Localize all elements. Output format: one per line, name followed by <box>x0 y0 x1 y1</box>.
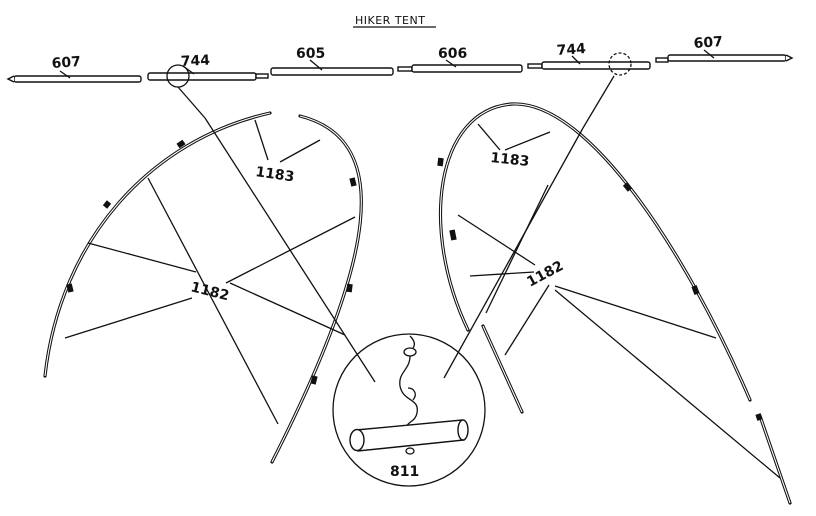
leader-607-right <box>703 49 715 59</box>
left-frame-arch <box>43 111 363 464</box>
label-744-right: 744 <box>556 41 587 59</box>
right-frame-arch <box>437 102 792 505</box>
label-1182-right: 1182 <box>524 258 566 290</box>
part-number-labels: 607 744 605 606 744 607 1183 1183 1182 1… <box>51 34 723 480</box>
label-606: 606 <box>438 46 467 62</box>
leader-607-left <box>59 70 71 79</box>
label-607-right: 607 <box>693 34 723 52</box>
detail-circle-right <box>608 52 632 76</box>
diagram-title: HIKER TENT <box>355 14 425 27</box>
label-1182-left: 1182 <box>189 279 231 304</box>
label-1183-right: 1183 <box>490 150 530 170</box>
pole-section-606 <box>397 64 523 73</box>
leader-606 <box>445 59 457 68</box>
left-leader-lines <box>64 86 376 425</box>
label-605: 605 <box>296 46 325 62</box>
pole-section-605 <box>270 67 394 76</box>
pole-section-607-left <box>6 75 142 83</box>
label-744-left: 744 <box>180 52 210 70</box>
pole-section-607-right <box>655 54 794 63</box>
leader-605 <box>309 59 323 71</box>
leader-744-right <box>571 55 581 65</box>
label-1183-left: 1183 <box>254 164 295 185</box>
pole-section-744-right <box>527 61 651 70</box>
pole-section-744-left <box>147 72 269 81</box>
detail-inset-811 <box>332 333 486 487</box>
label-607-left: 607 <box>51 54 81 72</box>
right-leader-lines <box>443 75 781 479</box>
label-811: 811 <box>390 464 419 480</box>
